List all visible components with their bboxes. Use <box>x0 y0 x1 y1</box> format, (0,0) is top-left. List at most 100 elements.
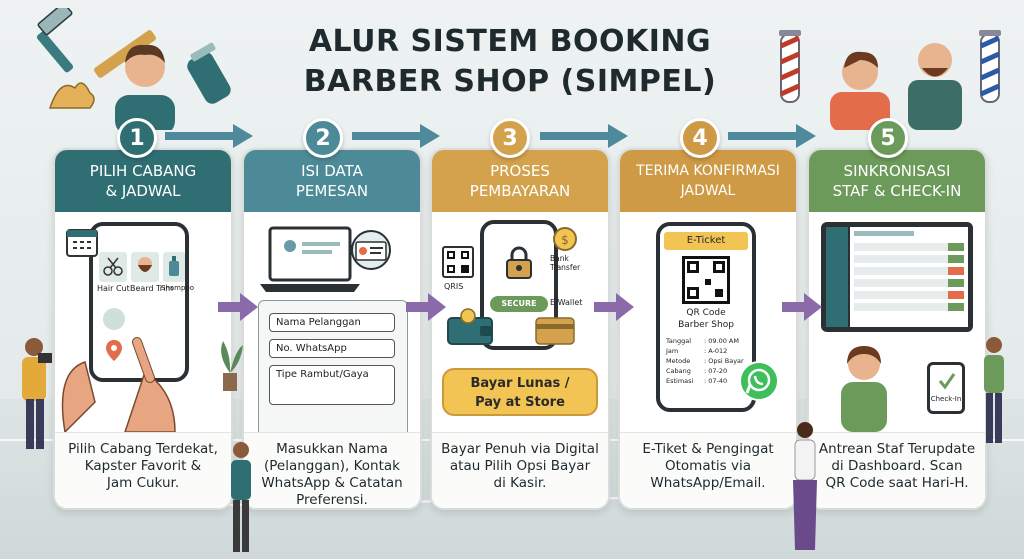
title-line-2: BARBER SHOP (SIMPEL) <box>303 64 717 99</box>
ticket-row-key: Tanggal <box>666 337 692 345</box>
barber-pole-icon <box>979 30 1001 103</box>
description-line: QR Code saat Hari-H. <box>825 475 969 491</box>
laptop-icon <box>260 226 360 292</box>
photographer-illustration <box>22 338 52 449</box>
razor-icon <box>36 8 74 73</box>
ticket-row-value: : 07-20 <box>704 367 728 375</box>
booking-form: Nama Pelanggan No. WhatsApp Tipe Rambut/… <box>258 300 408 440</box>
ticket-row: Tanggal: 09.00 AM <box>666 336 748 346</box>
page-title: ALUR SISTEM BOOKING BARBER SHOP (SIMPEL) <box>250 22 770 102</box>
step-description: Antrean Staf Terupdate di Dashboard. Sca… <box>809 432 985 508</box>
step-heading-line: SINKRONISASI <box>843 162 951 180</box>
ticket-row-key: Jam <box>666 347 679 355</box>
checkmark-icon <box>938 373 956 390</box>
checkin-tablet[interactable]: Check-In <box>927 362 965 414</box>
ticket-row: Jam : A-012 <box>666 346 748 356</box>
cream-icon <box>48 82 95 109</box>
step-card-header: ISI DATA PEMESAN <box>244 150 420 212</box>
flow-arrow-right-icon <box>540 124 628 148</box>
wallet-icon <box>447 308 493 345</box>
qr-shop-label: Barber Shop <box>678 320 734 330</box>
step-illustration: Hair Cut Beard Trim Shampoo <box>55 212 231 432</box>
ticket-row: Metode : Opsi Bayar <box>666 356 748 366</box>
step-card-header: TERIMA KONFIRMASI JADWAL <box>620 150 796 212</box>
step-badge-5: 5 <box>868 118 908 158</box>
calendar-icon <box>66 229 98 257</box>
plant-icon <box>221 341 243 391</box>
ewallet-label: E-Wallet <box>550 298 583 307</box>
description-line: WhatsApp & Catatan <box>261 475 403 491</box>
description-line: di Dashboard. Scan <box>831 458 963 474</box>
step-card-4: TERIMA KONFIRMASI JADWAL E-Ticket QR Cod… <box>618 148 798 510</box>
description-line: (Pelanggan), Kontak <box>263 458 400 474</box>
bank-coin-icon: $ <box>553 227 577 251</box>
bystander-illustration <box>231 442 251 552</box>
step-badge-1: 1 <box>117 118 157 158</box>
service-label: Hair Cut <box>97 284 130 293</box>
description-line: Jam Cukur. <box>106 475 180 491</box>
step-card-5: SINKRONISASI STAF & CHECK-IN <box>807 148 987 510</box>
step-illustration: E-Ticket QR Code Barber Shop Tanggal: 09… <box>620 212 796 432</box>
ticket-row-value: : 07-40 <box>704 377 728 385</box>
step-heading-line: PEMBAYARAN <box>469 182 571 200</box>
description-line: WhatsApp/Email. <box>650 475 766 491</box>
ticket-row-value: : A-012 <box>704 347 728 355</box>
kapster-avatar[interactable] <box>103 308 125 330</box>
qris-label: QRIS <box>444 282 464 291</box>
service-label: Beard Trim <box>130 284 174 293</box>
flow-arrow-right-icon <box>594 293 634 321</box>
step-illustration: Check-In <box>809 212 985 432</box>
pay-option-line: Pay at Store <box>475 395 565 410</box>
step-badge-4: 4 <box>680 118 720 158</box>
bank-transfer-label: Bank Transfer <box>550 254 581 272</box>
customer-man-illustration <box>115 44 175 130</box>
description-line: Masukkan Nama <box>276 441 388 457</box>
description-line: Pilih Cabang Terdekat, <box>68 441 218 457</box>
step-card-3: PROSES PEMBAYARAN SECURE QRIS $ Bank Tra… <box>430 148 610 510</box>
step-heading-line: JADWAL <box>680 183 736 199</box>
beard-face-icon <box>138 257 152 272</box>
dashboard-queue-table <box>850 227 968 327</box>
description-line: Kapster Favorit & <box>84 458 202 474</box>
step-card-1: PILIH CABANG & JADWAL Hair Cut Beard Tri… <box>53 148 233 510</box>
step-heading-line: PILIH CABANG <box>89 162 197 180</box>
step-illustration: Nama Pelanggan No. WhatsApp Tipe Rambut/… <box>244 212 420 440</box>
step-description: Masukkan Nama (Pelanggan), Kontak WhatsA… <box>244 432 420 508</box>
checkin-label: Check-In <box>930 395 962 403</box>
description-line: E-Tiket & Pengingat <box>642 441 774 457</box>
step-heading-line: & JADWAL <box>105 182 181 200</box>
staff-dashboard-monitor <box>821 222 973 332</box>
step-badge-3: 3 <box>490 118 530 158</box>
dashboard-sidebar[interactable] <box>826 227 848 327</box>
svg-text:$: $ <box>561 233 569 247</box>
barber-tools-decoration <box>36 8 231 109</box>
step-description: E-Tiket & Pengingat Otomatis via WhatsAp… <box>620 432 796 508</box>
barber-cutting-hair-illustration <box>830 43 962 130</box>
pay-option-line: Bayar Lunas / <box>470 376 570 391</box>
ticket-row-value: : Opsi Bayar <box>704 357 744 365</box>
customer-name-field[interactable]: Nama Pelanggan <box>269 313 395 332</box>
padlock-icon <box>506 246 532 279</box>
map-pin-icon <box>106 340 122 361</box>
flow-arrow-right-icon <box>218 293 258 321</box>
service-tile[interactable] <box>99 252 127 282</box>
barber-pole-icon <box>779 30 801 103</box>
whatsapp-number-field[interactable]: No. WhatsApp <box>269 339 395 358</box>
description-line: Antrean Staf Terupdate <box>818 441 976 457</box>
qr-code-icon <box>682 256 730 304</box>
step-heading-line: PEMESAN <box>295 182 369 200</box>
ticket-row-key: Metode <box>666 357 691 365</box>
step-heading-line: PROSES <box>490 162 550 180</box>
secure-badge: SECURE <box>490 296 548 312</box>
step-heading-line: TERIMA KONFIRMASI <box>636 163 780 179</box>
hand-holding-phone-illustration <box>61 337 176 432</box>
step-card-header: SINKRONISASI STAF & CHECK-IN <box>809 150 985 212</box>
description-line: di Kasir. <box>493 475 547 491</box>
step-badge-2: 2 <box>303 118 343 158</box>
staff-woman-illustration <box>841 346 887 432</box>
hair-type-field[interactable]: Tipe Rambut/Gaya <box>269 365 395 405</box>
flow-arrow-right-icon <box>728 124 816 148</box>
step-description: Bayar Penuh via Digital atau Pilih Opsi … <box>432 432 608 508</box>
ticket-row-key: Estimasi <box>666 377 694 385</box>
